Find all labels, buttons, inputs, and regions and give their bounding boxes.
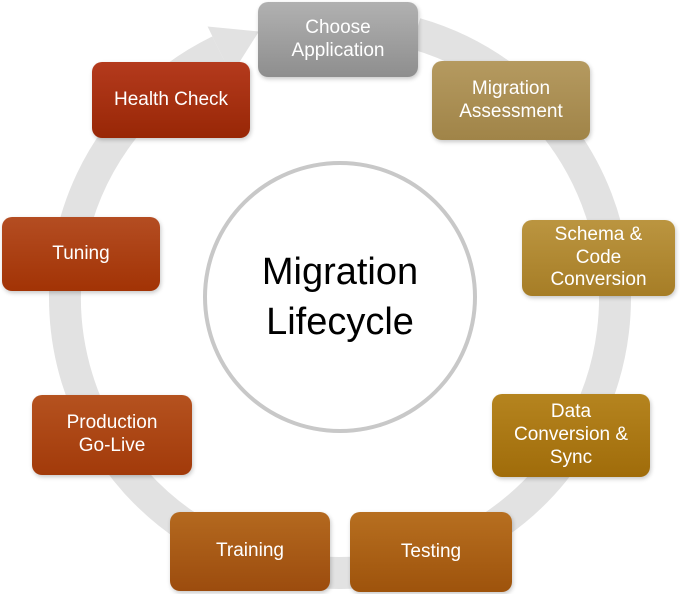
- step-label-data-conversion-sync: Data Conversion & Sync: [513, 401, 629, 468]
- step-label-choose-application: Choose Application: [291, 16, 385, 61]
- center-circle: Migration Lifecycle: [203, 161, 477, 433]
- step-migration-assessment: Migration Assessment: [432, 61, 590, 140]
- step-training: Training: [170, 512, 330, 591]
- step-data-conversion-sync: Data Conversion & Sync: [492, 394, 650, 477]
- step-label-production-go-live: Production Go-Live: [66, 412, 158, 456]
- step-health-check: Health Check: [92, 62, 250, 138]
- step-choose-application: Choose Application: [258, 2, 418, 77]
- step-production-go-live: Production Go-Live: [32, 395, 192, 475]
- clockwise-arrow-icon: [207, 26, 259, 76]
- step-testing: Testing: [350, 512, 512, 592]
- step-label-health-check: Health Check: [113, 88, 229, 110]
- step-label-testing: Testing: [400, 540, 462, 562]
- step-schema-code-conversion: Schema & Code Conversion: [522, 220, 675, 296]
- step-label-migration-assessment: Migration Assessment: [459, 77, 563, 122]
- step-label-training: Training: [216, 540, 284, 561]
- step-tuning: Tuning: [2, 217, 160, 291]
- step-label-tuning: Tuning: [52, 242, 110, 264]
- diagram-title: Migration Lifecycle: [261, 250, 419, 343]
- step-label-schema-code-conversion: Schema & Code Conversion: [550, 223, 647, 291]
